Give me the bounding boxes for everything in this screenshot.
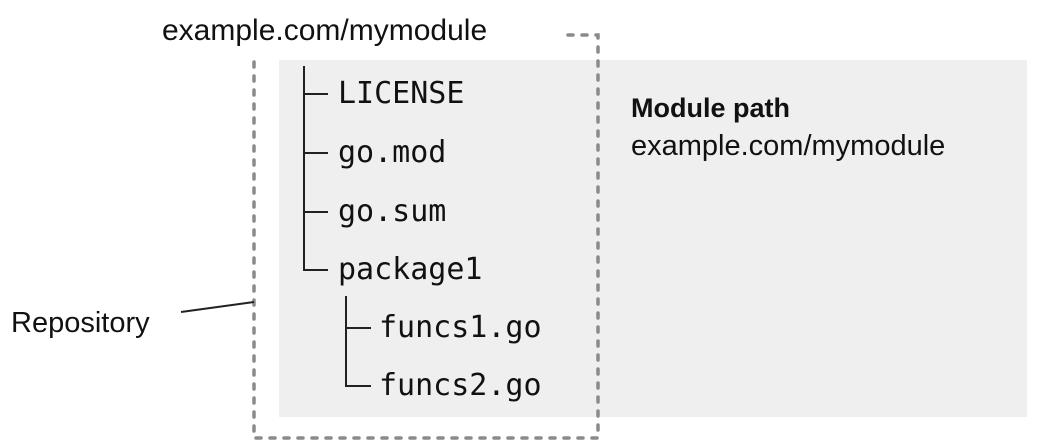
module-path-box: Module path example.com/mymodule (631, 89, 945, 165)
repository-dashed-border (252, 33, 600, 440)
file-funcs1-go: funcs1.go (379, 310, 542, 345)
module-path-value: example.com/mymodule (631, 130, 946, 162)
repository-label: Repository (11, 307, 150, 339)
folder-package1: package1 (338, 252, 483, 287)
file-go-sum: go.sum (338, 194, 447, 229)
file-go-mod: go.mod (338, 135, 447, 170)
file-funcs2-go: funcs2.go (379, 368, 542, 403)
repository-pointer-line (180, 301, 255, 313)
module-path-title: Module path (631, 93, 790, 123)
file-license: LICENSE (338, 76, 465, 111)
module-panel (279, 60, 1027, 417)
root-module-label: example.com/mymodule (162, 14, 488, 47)
